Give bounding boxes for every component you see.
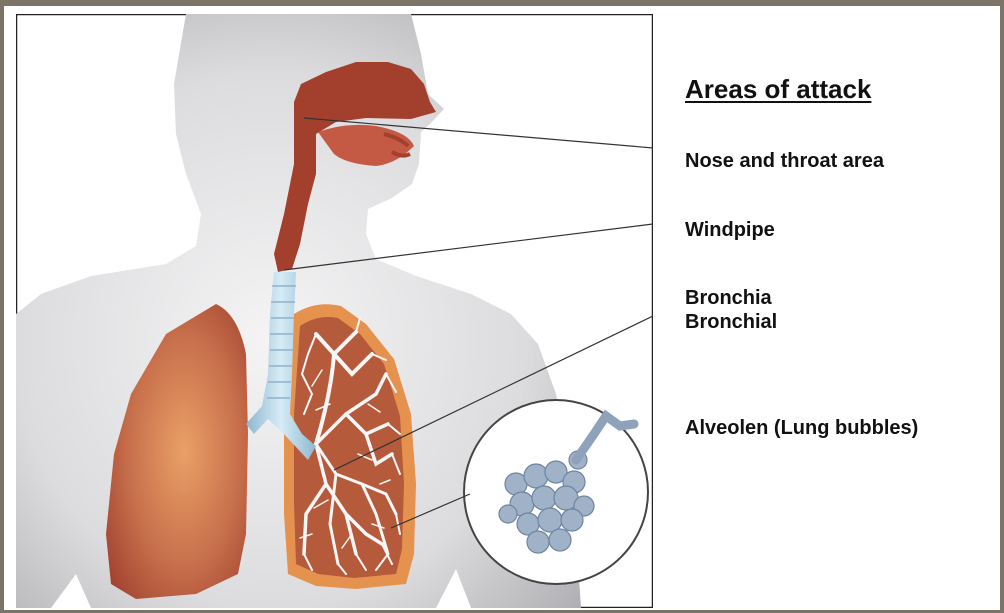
legend-item-alveolen: Alveolen (Lung bubbles) bbox=[685, 417, 918, 440]
legend-title: Areas of attack bbox=[685, 74, 871, 105]
legend-item-bronchial: Bronchial bbox=[685, 311, 777, 334]
legend: Areas of attack Nose and throat area Win… bbox=[685, 0, 1004, 613]
leader-line-extensions bbox=[653, 0, 685, 613]
legend-item-nose-throat: Nose and throat area bbox=[685, 150, 884, 173]
respiratory-illustration bbox=[16, 14, 653, 608]
legend-item-windpipe: Windpipe bbox=[685, 219, 775, 242]
legend-item-bronchia: Bronchia bbox=[685, 287, 772, 310]
